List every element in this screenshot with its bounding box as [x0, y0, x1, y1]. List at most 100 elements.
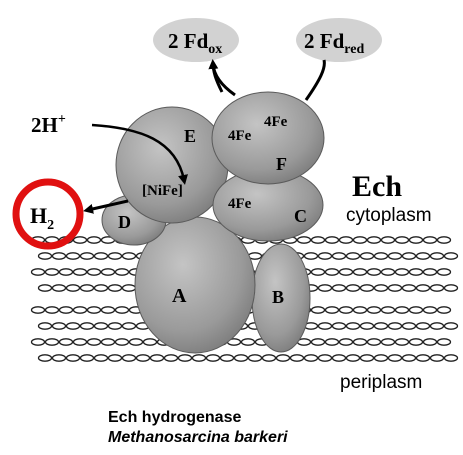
lipid-head: [121, 322, 137, 330]
lipid-head: [303, 354, 319, 362]
lipid-head: [443, 252, 459, 260]
lipid-head: [394, 236, 410, 244]
lipid-head: [352, 306, 368, 314]
lipid-head: [275, 354, 291, 362]
lipid-head: [51, 252, 67, 260]
lipid-head: [436, 236, 452, 244]
lipid-head: [345, 252, 361, 260]
lipid-head: [443, 284, 459, 292]
lipid-head: [345, 284, 361, 292]
lipid-head: [107, 284, 123, 292]
lipid-head: [93, 354, 109, 362]
lipid-head: [58, 338, 74, 346]
lipid-head: [86, 268, 102, 276]
lipid-head: [359, 354, 375, 362]
lipid-head: [177, 354, 193, 362]
lipid-head: [324, 236, 340, 244]
subunit-f: [211, 91, 325, 185]
lipid-head: [317, 322, 333, 330]
lipid-head: [352, 236, 368, 244]
lipid-head: [443, 354, 459, 362]
lipid-head: [219, 354, 235, 362]
lipid-head: [331, 284, 347, 292]
lipid-head: [436, 338, 452, 346]
lipid-head: [289, 354, 305, 362]
lipid-head: [366, 268, 382, 276]
lipid-head: [79, 284, 95, 292]
lipid-head: [142, 338, 158, 346]
complex-name: Ech: [352, 170, 402, 203]
proton-label: 2H+: [31, 112, 66, 137]
lipid-head: [128, 338, 144, 346]
lipid-head: [415, 354, 431, 362]
lipid-head: [86, 338, 102, 346]
lipid-head: [51, 322, 67, 330]
lipid-head: [373, 284, 389, 292]
lipid-head: [345, 354, 361, 362]
lipid-head: [373, 354, 389, 362]
lipid-head: [296, 236, 312, 244]
lipid-head: [58, 268, 74, 276]
lipid-head: [93, 284, 109, 292]
lipid-head: [121, 252, 137, 260]
lipid-head: [233, 354, 249, 362]
lipid-head: [86, 306, 102, 314]
lipid-head: [44, 338, 60, 346]
lipid-head: [387, 284, 403, 292]
lipid-head: [121, 354, 137, 362]
lipid-head: [149, 354, 165, 362]
lipid-head: [338, 338, 354, 346]
lipid-head: [310, 268, 326, 276]
lipid-head: [443, 322, 459, 330]
lipid-head: [408, 236, 424, 244]
lipid-head: [107, 252, 123, 260]
lipid-head: [422, 306, 438, 314]
h2-highlight-ring: [12, 178, 84, 250]
cluster-4fe-f1-label: 4Fe: [228, 128, 252, 144]
lipid-head: [352, 268, 368, 276]
lipid-head: [394, 306, 410, 314]
lipid-head: [317, 354, 333, 362]
lipid-head: [114, 268, 130, 276]
lipid-head: [37, 354, 53, 362]
lipid-head: [429, 252, 445, 260]
lipid-head: [380, 306, 396, 314]
lipid-head: [135, 354, 151, 362]
lipid-head: [429, 284, 445, 292]
lipid-head: [86, 236, 102, 244]
subunit-f-label: F: [276, 154, 287, 174]
lipid-head: [387, 252, 403, 260]
subunit-e: [115, 106, 229, 224]
fd-red-label: 2 Fdred: [304, 29, 364, 57]
lipid-head: [429, 322, 445, 330]
lipid-head: [93, 252, 109, 260]
fd-ox-label: 2 Fdox: [168, 29, 222, 57]
lipid-head: [401, 284, 417, 292]
lipid-head: [205, 354, 221, 362]
lipid-head: [30, 338, 46, 346]
lipid-head: [380, 338, 396, 346]
fd-arrow-to-ox: [208, 59, 236, 97]
lipid-head: [324, 306, 340, 314]
lipid-head: [30, 306, 46, 314]
lipid-head: [310, 306, 326, 314]
subunit-a-label: A: [172, 285, 187, 307]
lipid-head: [65, 322, 81, 330]
lipid-head: [436, 306, 452, 314]
lipid-head: [303, 252, 319, 260]
lipid-head: [331, 354, 347, 362]
lipid-head: [373, 252, 389, 260]
lipid-head: [331, 252, 347, 260]
subunit-b-label: B: [272, 287, 284, 307]
lipid-head: [324, 268, 340, 276]
lipid-head: [352, 338, 368, 346]
lipid-head: [58, 306, 74, 314]
lipid-head: [93, 322, 109, 330]
lipid-head: [317, 252, 333, 260]
lipid-head: [366, 306, 382, 314]
lipid-head: [79, 354, 95, 362]
lipid-head: [338, 268, 354, 276]
lipid-head: [121, 284, 137, 292]
lipid-head: [401, 322, 417, 330]
